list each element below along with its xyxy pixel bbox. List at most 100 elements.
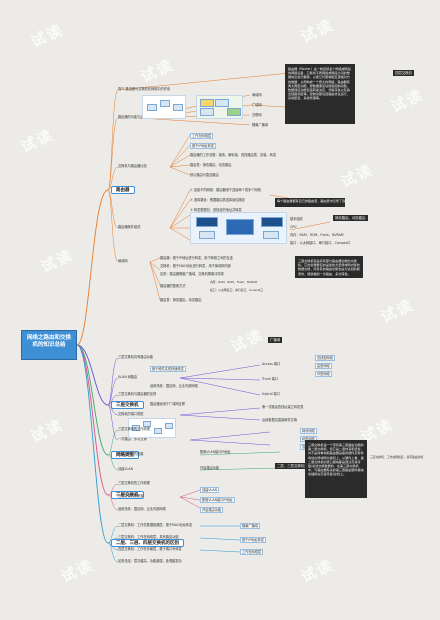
node-item: 总线型网络 [315, 355, 335, 361]
node-item: ② 选择路径：根据路由表选择最佳路径 [190, 198, 245, 202]
node-item: 四层交换机：工作在传输层，基于端口号转发 [118, 547, 182, 551]
node-item: 二层交换机：工作在数据链路层，基于MAC地址转发 [118, 523, 193, 527]
node-item: 内存：RAM、ROM、Flash、NVRAM [290, 233, 344, 237]
node-item: 路由表：静态路由、动态路由 [190, 163, 232, 167]
node-item: 交换机：基于MAC地址进行转发，用于局域网内部 [160, 264, 231, 268]
router-diagram-image [190, 212, 287, 244]
node-item: 互联网 [252, 113, 262, 117]
node-item: Trunk 端口 [262, 377, 279, 381]
device-icon [143, 421, 151, 427]
device-icon [261, 217, 283, 227]
node-item: 工作在网络层 [190, 133, 214, 139]
callout-layer3-detail: 三层交换机是一个带有第三层路由功能的第二层交换机，但它是二者的有机结合，并不是简… [305, 440, 367, 498]
device-icon [173, 104, 183, 111]
central-topic: 网络之路由和交换机的知识总结 [21, 330, 77, 360]
device-icon [227, 108, 241, 116]
node-item: 三层交换机具有路由功能 [118, 355, 154, 359]
node-item: 环型网络 [315, 371, 332, 377]
callout-router-definition: 路由器（Router）是一种连接多个网络或网段的网络设备，它能将不同网络或网段之… [285, 64, 355, 124]
node-item: 三层交换机的配置 [118, 452, 144, 456]
node-item: 接口：以太网接口、串行接口、Console口 [290, 241, 351, 245]
node-item: 区别总结：层次越高，功能越强，处理越复杂 [118, 559, 182, 563]
node-hardware: 路由器硬件组成 [118, 225, 141, 229]
node-item: 局域网 [252, 93, 262, 97]
callout-broadcast: 广播域 [268, 337, 283, 344]
node-item: Access 端口 [262, 362, 281, 366]
node-item: 基于IP地址转发 [190, 143, 216, 149]
node-item: 隔离广播域 [252, 123, 268, 127]
node-item: ① 连接不同网络：路由器用于连接两个或多个网络 [190, 188, 261, 192]
device-icon [200, 99, 214, 107]
node-item: 三层交换机：工作在网络层，具有路由功能 [118, 535, 179, 539]
device-icon [132, 425, 140, 431]
callout-comparison: 二层、三层交换机对比 [275, 463, 313, 470]
node-item: 星型网络 [315, 363, 332, 369]
node-item: 隔离广播域 [240, 523, 260, 529]
callout-routing-table: 每个路由器都有自己的路由表，路由表中记录了到达各个目的网络的路径信息，路由器根据… [275, 198, 345, 207]
node-item: 一次路由、多次交换 [118, 437, 147, 441]
node-item: VLAN 间路由 [118, 375, 138, 379]
callout-tag: 四层交换机 [393, 70, 414, 77]
node-item: 路由器的配置方式 [160, 284, 186, 288]
node-item: 路由器：基于IP地址进行转发，用于网络之间的互连 [160, 256, 233, 260]
branch-layer-comparison: 二层、三层、四层交换机的区别 [111, 539, 184, 547]
diagram-image [142, 95, 186, 119]
node-item: 配置VLAN接口IP地址 [200, 497, 235, 503]
branch-layer3-switch-2: 三层交换机 [111, 491, 144, 499]
node-item: 配置VLAN接口IP地址 [200, 450, 231, 454]
node-item: 开启路由功能 [200, 507, 224, 513]
node-item: 三层交换机的配置 [118, 494, 144, 498]
node-item: 路由表：静态路由、动态路由 [160, 298, 202, 302]
node-item: 基于硬件实现快速转发 [150, 366, 186, 372]
node-item: CPU [290, 225, 297, 229]
node-item: Hybrid 端口 [262, 392, 280, 396]
device-icon [200, 108, 214, 116]
node-item: 交换机的端口类型 [118, 412, 144, 416]
device-icon [165, 423, 173, 429]
device-icon [215, 99, 229, 107]
node-item: 网状网络 [300, 428, 317, 434]
branch-network-types: 网络类型 [111, 451, 139, 459]
node-item: ③ 转发数据包：查找目的地址并转发 [190, 208, 242, 212]
device-icon [154, 428, 162, 434]
node-compare: 交换机与路由器比较 [118, 164, 147, 168]
callout-static-dynamic: 静态路由、动态路由 [333, 215, 368, 222]
node-item: 路由器适用于广域网互联 [150, 402, 186, 406]
node-item: 基本组成 [290, 217, 303, 221]
node-function: 路由器的功能与工作原理 [118, 115, 154, 119]
node-item: 区别：路由器隔离广播域，交换机隔离冲突域 [160, 272, 224, 276]
node-item: 创建VLAN [200, 487, 219, 493]
node-item: 路由器的工作流程：接收、解封装、查找路由表、封装、转发 [190, 153, 277, 157]
branch-router: 路由器 [111, 186, 135, 194]
node-item: 适用场景：园区网、企业内部网络 [150, 384, 198, 388]
node-item: 开启路由功能 [200, 466, 220, 470]
node-item: 三层交换机的工作原理 [118, 427, 150, 431]
node-item: 三层交换机的工作原理 [118, 481, 150, 485]
topology-image [128, 418, 176, 438]
diagram-image [196, 95, 243, 119]
node-item: 适用场景：园区网、企业内部网络 [118, 507, 166, 511]
device-icon [263, 231, 279, 239]
device-icon [160, 100, 170, 107]
node-lan: 局域网 [118, 259, 128, 263]
node-overview: 简介 路由器与交换机在网络中的作用 [118, 87, 171, 91]
node-item: 基于IP地址转发 [240, 537, 266, 543]
device-icon [199, 231, 215, 239]
node-item: 后续数据包直接硬件交换 [262, 418, 298, 422]
node-item: 三层交换机与路由器的区别 [118, 392, 157, 396]
node-item: 三层交换机：工作在网络层，具有路由功能 [370, 455, 424, 459]
device-icon [147, 104, 157, 111]
node-item: 接口：以太网接口、串行接口、Console口 [210, 288, 264, 292]
device-icon [226, 219, 254, 235]
node-item: 第一次路由查找后建立转发表 [262, 405, 304, 409]
node-item: 广域网 [252, 103, 262, 107]
node-item: 内存：RAM、ROM、Flash、NVRAM [210, 280, 257, 284]
node-item: 默认路由与直连路由 [190, 173, 219, 177]
node-item: 创建VLAN [118, 467, 133, 471]
callout-layer3-switch: 三层交换机就是具有部分路由器功能的交换机，它的最重要目的是加快大型局域网内部的数… [295, 256, 363, 278]
device-icon [196, 217, 218, 227]
node-item: 工作在网络层 [240, 549, 264, 555]
branch-layer3-switch: 三层交换机 [111, 401, 144, 409]
